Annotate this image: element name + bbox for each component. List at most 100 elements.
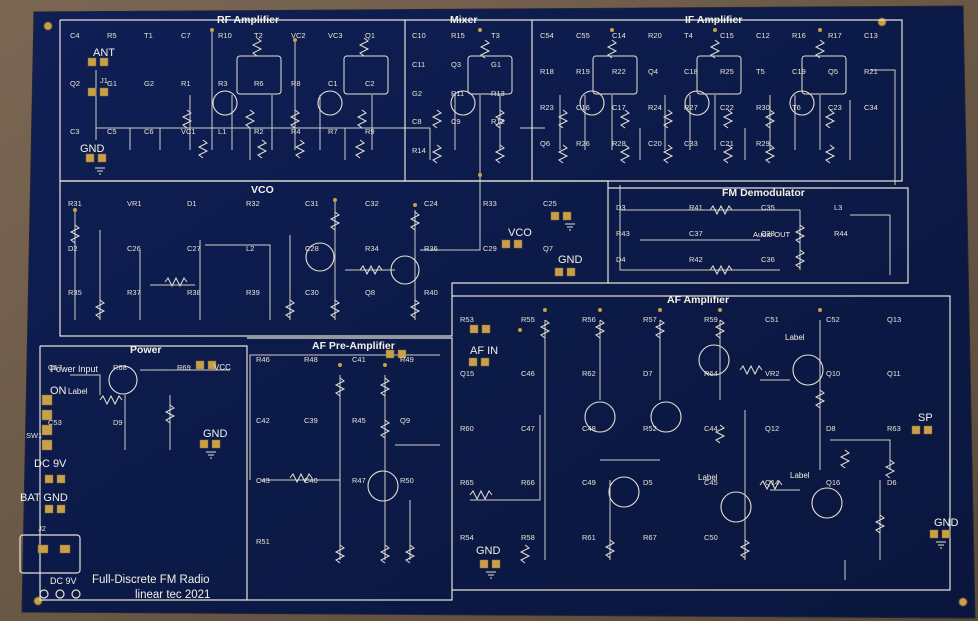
ref-rf-q2: Q2 (70, 79, 81, 88)
ref-rf-c4: C4 (70, 31, 80, 40)
ref-af-r52: R52 (643, 424, 657, 433)
ref-demod-c36: C36 (761, 255, 775, 264)
ref-if-r24: R24 (648, 103, 662, 112)
ref-pre-r45: R45 (352, 416, 366, 425)
solder-pads (37, 57, 951, 569)
ref-rf-r3: R3 (218, 79, 228, 88)
resistor-symbols (69, 37, 896, 564)
ref-rf-vc3: VC3 (328, 31, 343, 40)
ref-power-r68: R68 (113, 363, 127, 372)
ref-af-r65: R65 (460, 478, 474, 487)
ref-rf-t1: T1 (144, 31, 153, 40)
ref-if-r27: R27 (684, 103, 698, 112)
ref-af-r59: R59 (704, 315, 718, 324)
ref-if-r21: R21 (864, 67, 878, 76)
ref-af-q12: Q12 (765, 424, 780, 433)
ref-af-r55: R55 (521, 315, 535, 324)
ref-if-t5: T5 (756, 67, 765, 76)
ref-pre-c43: C43 (256, 476, 270, 485)
ref-af-r57: R57 (643, 315, 657, 324)
ref-power-q17: Q17 (48, 363, 63, 372)
ref-if-r26: R26 (576, 139, 590, 148)
ref-rf-vc2: VC2 (291, 31, 306, 40)
credit-year: linear tec 2021 (135, 589, 211, 601)
ref-vco-l2: L2 (246, 244, 255, 253)
ref-if-r17: R17 (828, 31, 842, 40)
connector-gnd-out: GND (934, 517, 959, 529)
ref-demod-c37: C37 (689, 229, 703, 238)
ref-rf-r6: R6 (254, 79, 264, 88)
ref-if-c17: C17 (612, 103, 626, 112)
ref-pre-c39: C39 (304, 416, 318, 425)
ref-if-c34: C34 (864, 103, 878, 112)
ref-if-c16: C16 (576, 103, 590, 112)
ref-if-c55: C55 (576, 31, 590, 40)
ground-symbols (95, 167, 946, 579)
ref-rf-vc1: VC1 (181, 127, 196, 136)
ref-af-c48: C48 (582, 424, 596, 433)
section-title-rf-amplifier: RF Amplifier (217, 14, 280, 26)
ref-mixer-r14: R14 (412, 146, 426, 155)
section-borders (39, 19, 951, 601)
ref-if-c14: C14 (612, 31, 626, 40)
section-title-af-pre-amplifier: AF Pre-Amplifier (312, 340, 395, 352)
ref-af-r61: R61 (582, 533, 596, 542)
ref-rf-q1: Q1 (365, 31, 376, 40)
ref-af-r54: R54 (460, 533, 474, 542)
ref-rf-r2: R2 (254, 127, 264, 136)
ref-if-c54: C54 (540, 31, 554, 40)
switch-on-label: ON (50, 385, 67, 397)
ref-af-d6: D6 (887, 478, 897, 487)
ref-pre-c40: C40 (304, 476, 318, 485)
ref-power-d9: D9 (113, 418, 123, 427)
ref-vco-c25: C25 (543, 199, 557, 208)
ref-af-r62: R62 (582, 369, 596, 378)
ref-sw1: SW1 (26, 431, 43, 440)
connector-af-in: AF IN (470, 345, 499, 357)
ref-af-r64: R64 (704, 369, 718, 378)
ref-af-c44: C44 (704, 424, 718, 433)
ref-vco-c26: C26 (127, 244, 141, 253)
transformer-symbols (236, 55, 847, 95)
ref-rf-r5: R5 (107, 31, 117, 40)
ref-af-c46: C46 (521, 369, 535, 378)
power-input-label: Power Input (50, 364, 99, 374)
ref-if-t4: T4 (684, 31, 693, 40)
ref-pre-r51: R51 (256, 537, 270, 546)
ref-pre-c41: C41 (352, 355, 366, 364)
connector-sp: SP (918, 412, 933, 424)
label-marker-q16: Label (790, 471, 810, 480)
ref-vco-d1: D1 (187, 199, 197, 208)
ref-if-q4: Q4 (648, 67, 659, 76)
ref-vco-c28: C28 (305, 244, 319, 253)
ref-vco-q8: Q8 (365, 288, 376, 297)
ref-af-c47: C47 (521, 424, 535, 433)
ref-vco-r33: R33 (483, 199, 497, 208)
label-marker-q14: Label (698, 473, 718, 482)
ref-if-c13: C13 (864, 31, 878, 40)
section-title-vco: VCO (251, 184, 274, 196)
ref-mixer-c11: C11 (412, 60, 426, 69)
ref-rf-r10: R10 (218, 31, 232, 40)
ref-af-q13: Q13 (887, 315, 902, 324)
ref-if-c20: C20 (648, 139, 662, 148)
ref-af-d8: D8 (826, 424, 836, 433)
ref-if-r23: R23 (540, 103, 554, 112)
ref-rf-r7: R7 (328, 127, 338, 136)
ref-rf-l1: L1 (218, 127, 227, 136)
ref-demod-d3: D3 (616, 203, 626, 212)
section-title-mixer: Mixer (450, 14, 478, 26)
ref-af-r58: R58 (521, 533, 535, 542)
ref-af-c49: C49 (582, 478, 596, 487)
ref-if-r29: R29 (756, 139, 770, 148)
ref-rf-c6: C6 (144, 127, 154, 136)
ref-if-r19: R19 (576, 67, 590, 76)
ref-if-c12: C12 (756, 31, 770, 40)
section-title-power: Power (130, 344, 162, 356)
ref-if-c33: C33 (684, 139, 698, 148)
ref-vco-c29: C29 (483, 244, 497, 253)
ref-if-r16: R16 (792, 31, 806, 40)
ref-mixer-r15: R15 (451, 31, 465, 40)
